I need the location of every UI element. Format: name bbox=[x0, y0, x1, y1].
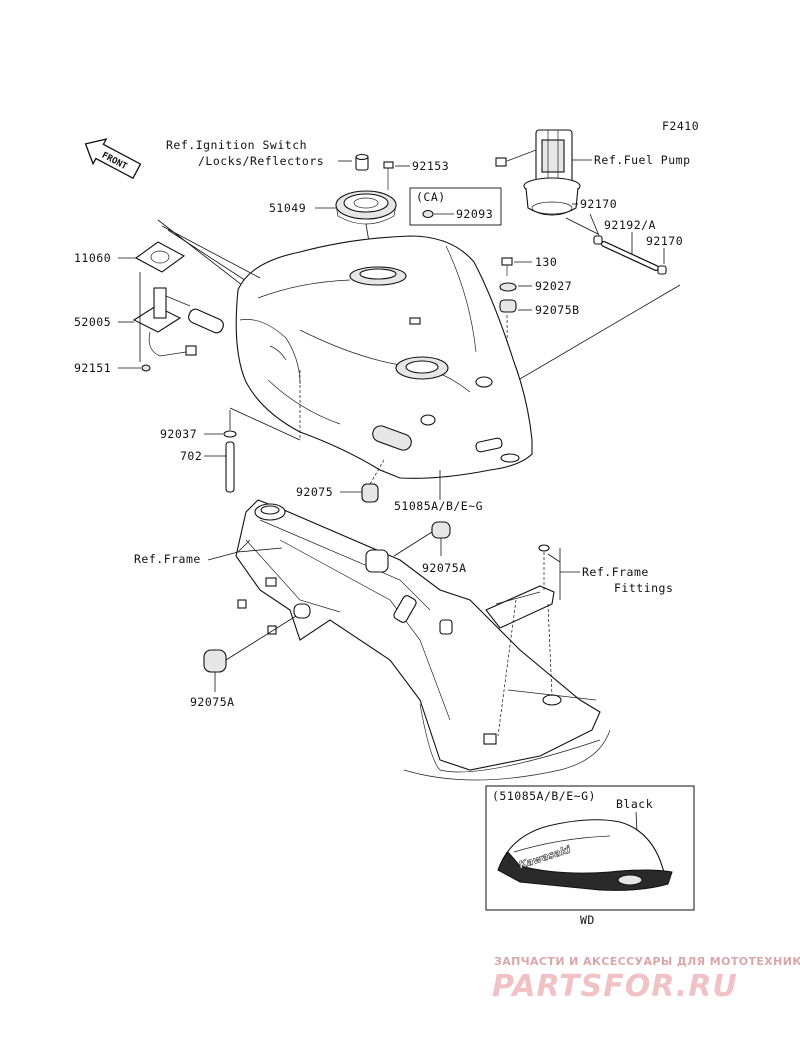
part-92093: 92093 bbox=[456, 207, 493, 221]
grommet-92075a-lower bbox=[203, 649, 227, 673]
inset-tank-icon: Kawasaki bbox=[497, 819, 673, 891]
part-52005: 52005 bbox=[74, 315, 111, 329]
part-130: 130 bbox=[535, 255, 557, 269]
frame-fitting-bracket bbox=[485, 544, 555, 629]
part-92075a-upper: 92075A bbox=[422, 561, 467, 575]
hose-clamp-92170 bbox=[593, 235, 603, 245]
part-92075: 92075 bbox=[296, 485, 333, 499]
part-92151: 92151 bbox=[74, 361, 111, 375]
part-51085: 51085A/B/E~G bbox=[394, 499, 483, 513]
part-702: 702 bbox=[180, 449, 202, 463]
ref-ignition-line2: /Locks/Reflectors bbox=[198, 154, 324, 168]
part-92075a-lower: 92075A bbox=[190, 695, 235, 709]
fuel-level-sensor-52005 bbox=[132, 287, 224, 357]
bolt-130 bbox=[501, 257, 513, 276]
ref-frame-fittings-line2: Fittings bbox=[614, 581, 673, 595]
part-92170-top: 92170 bbox=[580, 197, 617, 211]
damper-92027 bbox=[499, 282, 517, 292]
ref-fuel-pump: Ref.Fuel Pump bbox=[594, 153, 691, 167]
part-51049: 51049 bbox=[269, 201, 306, 215]
ref-ignition-line1: Ref.Ignition Switch bbox=[166, 138, 307, 152]
fuel-pump-assembly bbox=[495, 129, 581, 216]
watermark-tagline: ЗАПЧАСТИ И АКСЕССУАРЫ ДЛЯ МОТОТЕХНИКИ bbox=[494, 955, 800, 968]
part-92153: 92153 bbox=[412, 159, 449, 173]
screw-92151 bbox=[141, 364, 151, 372]
motorcycle-frame bbox=[235, 499, 611, 781]
ca-label: (CA) bbox=[416, 190, 446, 204]
collar-part bbox=[355, 153, 369, 171]
hose-clamp-92170-b bbox=[657, 265, 667, 275]
fuel-cap-51049 bbox=[335, 190, 397, 225]
watermark-brand: PARTSFOR.RU bbox=[492, 969, 738, 1004]
breather-hose-702 bbox=[225, 441, 235, 493]
part-92170-right: 92170 bbox=[646, 234, 683, 248]
bolt-92153 bbox=[383, 161, 394, 190]
fuel-hose-92192 bbox=[601, 241, 659, 271]
part-92027: 92027 bbox=[535, 279, 572, 293]
grommet-92075a-upper bbox=[431, 521, 451, 539]
color-variant-inset: (51085A/B/E~G) Black Kawasaki WD bbox=[485, 785, 695, 927]
part-92192: 92192/A bbox=[604, 218, 656, 232]
figure-code: F2410 bbox=[662, 119, 699, 133]
part-11060: 11060 bbox=[74, 251, 111, 265]
inset-color-label: Black bbox=[616, 797, 653, 811]
front-arrow-icon: FRONT bbox=[84, 138, 142, 180]
clip-92037 bbox=[223, 430, 237, 438]
ref-frame-fittings-line1: Ref.Frame bbox=[582, 565, 649, 579]
part-92075b: 92075B bbox=[535, 303, 580, 317]
gasket-11060 bbox=[134, 241, 186, 273]
inset-title: (51085A/B/E~G) bbox=[492, 789, 596, 803]
ref-frame: Ref.Frame bbox=[134, 552, 201, 566]
fuel-tank-51085 bbox=[235, 235, 533, 479]
grommet-92075 bbox=[361, 483, 379, 503]
inset-market: WD bbox=[580, 913, 595, 927]
ca-region-box: (CA) 92093 bbox=[409, 187, 502, 226]
grommet-92075b bbox=[499, 299, 517, 313]
part-92037: 92037 bbox=[160, 427, 197, 441]
